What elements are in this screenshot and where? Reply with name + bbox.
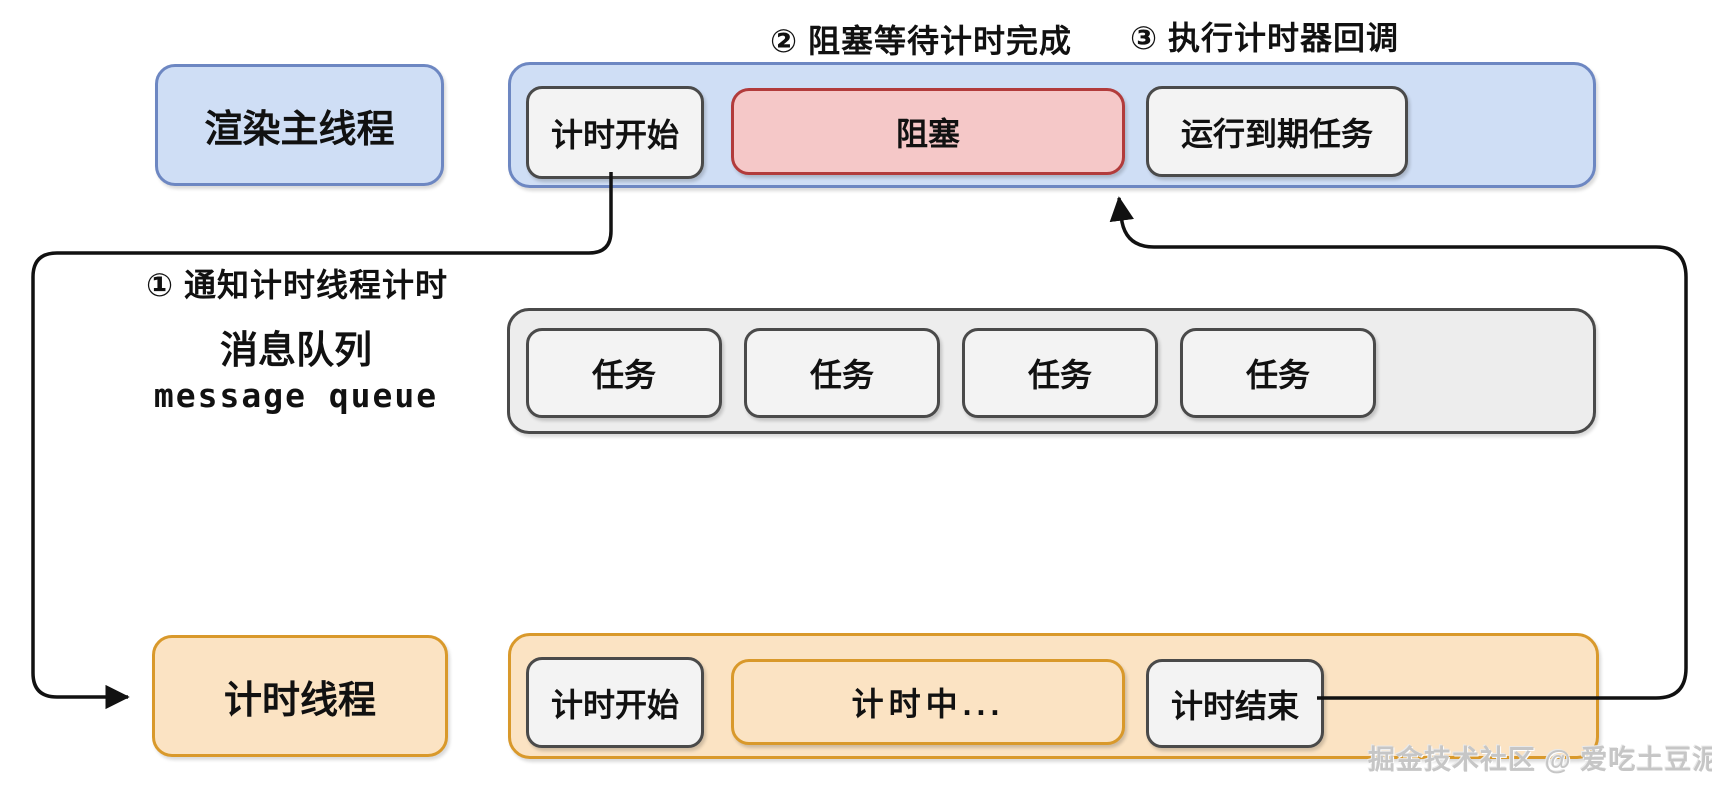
timer-thread-box: 计时线程: [152, 635, 448, 757]
task-label: 任务: [591, 357, 656, 393]
step3-label: ③ 执行计时器回调: [1130, 20, 1399, 56]
task-label: 任务: [809, 357, 874, 393]
timing-in-progress-box: 计时中...: [731, 659, 1125, 745]
message-queue-label-zh: 消息队列: [219, 330, 372, 372]
notify-timer-arrow: [31, 172, 613, 710]
run-expired-tasks-label: 运行到期任务: [1180, 115, 1373, 152]
task-box: 任务: [526, 328, 722, 418]
blocked-box: 阻塞: [731, 88, 1125, 175]
task-label: 任务: [1245, 357, 1310, 393]
timing-start-box-timer: 计时开始: [526, 657, 704, 748]
task-box: 任务: [1180, 328, 1376, 418]
timing-end-label: 计时结束: [1170, 687, 1299, 724]
timing-in-progress-label: 计时中...: [851, 686, 1005, 722]
main-thread-track: 计时开始 阻塞 运行到期任务: [508, 62, 1596, 188]
main-thread-box: 渲染主线程: [155, 64, 444, 186]
blocked-label: 阻塞: [895, 115, 960, 152]
message-queue-label-en: message queue: [153, 375, 439, 415]
task-label: 任务: [1027, 357, 1092, 393]
message-queue-label: 消息队列 message queue: [128, 328, 464, 415]
step2-label: ② 阻塞等待计时完成: [770, 23, 1072, 59]
timer-thread-label: 计时线程: [223, 679, 376, 722]
timer-callback-arrow: [1109, 196, 1688, 700]
timing-start-label-main: 计时开始: [550, 116, 679, 153]
run-expired-tasks-box: 运行到期任务: [1146, 86, 1408, 177]
timing-end-box: 计时结束: [1146, 659, 1324, 748]
main-thread-label: 渲染主线程: [204, 108, 395, 151]
task-box: 任务: [744, 328, 940, 418]
task-box: 任务: [962, 328, 1158, 418]
message-queue-track: 任务 任务 任务 任务: [507, 308, 1596, 434]
timing-start-label-timer: 计时开始: [550, 686, 679, 723]
watermark: 掘金技术社区 @ 爱吃土豆泥: [1368, 745, 1712, 775]
step1-label: ① 通知计时线程计时: [146, 267, 448, 303]
timing-start-box-main: 计时开始: [526, 86, 704, 179]
